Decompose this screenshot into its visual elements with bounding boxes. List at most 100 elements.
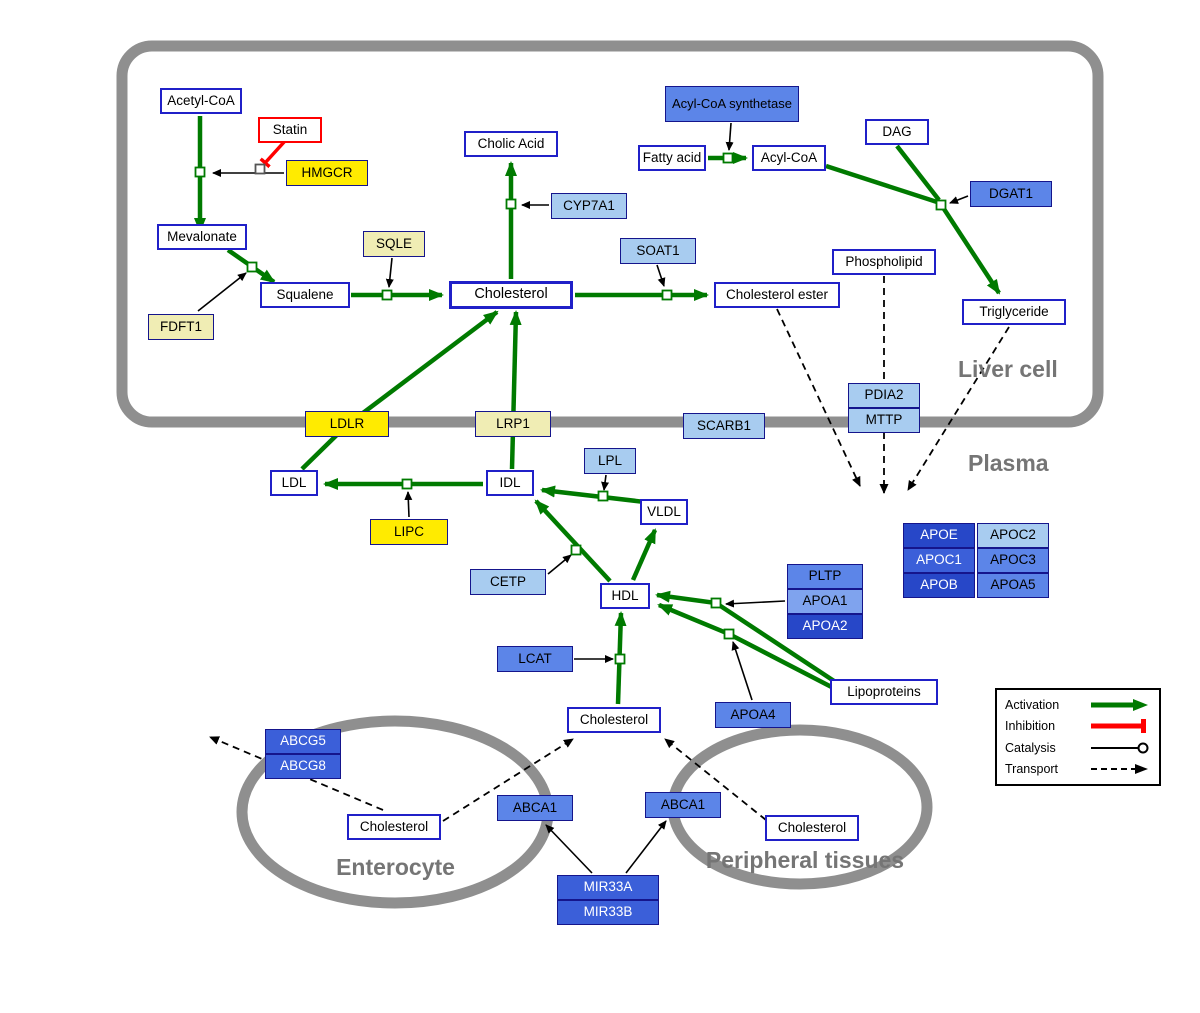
liver-cell-membrane: [116, 40, 1104, 428]
node-pltp[interactable]: PLTP: [787, 564, 863, 589]
node-pdia2[interactable]: PDIA2: [848, 383, 920, 408]
node-lipoproteins[interactable]: Lipoproteins: [830, 679, 938, 705]
inhibition-tbar-icon: [1091, 719, 1146, 734]
node-triglyceride[interactable]: Triglyceride: [962, 299, 1066, 325]
node-cholic-acid[interactable]: Cholic Acid: [464, 131, 558, 157]
node-abcg5[interactable]: ABCG5: [265, 729, 341, 754]
edge-soat1-catalysis: [656, 264, 666, 287]
node-lcat[interactable]: LCAT: [497, 646, 573, 672]
edge-dag-dgat1node: [895, 144, 941, 202]
node-vldl[interactable]: VLDL: [640, 499, 688, 525]
node-phospholipid[interactable]: Phospholipid: [832, 249, 936, 275]
edge-lipc-catalysis: [404, 491, 413, 518]
edge-mir33-abca1-left: [545, 824, 593, 874]
node-mevalonate[interactable]: Mevalonate: [157, 224, 247, 250]
catalysis-edges: [197, 122, 969, 874]
node-squalene[interactable]: Squalene: [260, 282, 350, 308]
node-cholesterol-plasma[interactable]: Cholesterol: [567, 707, 661, 733]
legend-transport-row: Transport: [1005, 759, 1151, 779]
statin-junction-node: [254, 163, 266, 175]
inhibition-edges: [259, 139, 287, 169]
node-idl[interactable]: IDL: [486, 470, 534, 496]
edge-fdft1-catalysis: [197, 272, 247, 312]
edge-cetp-catalysis: [547, 554, 572, 575]
node-soat1[interactable]: SOAT1: [620, 238, 696, 264]
node-apoc1[interactable]: APOC1: [903, 548, 975, 573]
edge-acylcoa-dgat1node: [825, 163, 938, 205]
node-cholesterol-peripheral[interactable]: Cholesterol: [765, 815, 859, 841]
node-mir33a[interactable]: MIR33A: [557, 875, 659, 900]
node-scarb1[interactable]: SCARB1: [683, 413, 765, 439]
node-lpl[interactable]: LPL: [584, 448, 636, 474]
edge-hdl-vldl: [630, 528, 658, 581]
edge-apoa4-catalysis: [731, 641, 753, 701]
node-apoa2[interactable]: APOA2: [787, 614, 863, 639]
edge-triglyceride-to-plasma: [907, 326, 1010, 491]
transport-arrow-icon: [1091, 764, 1148, 775]
node-apoa5[interactable]: APOA5: [977, 573, 1049, 598]
edge-vldl-idl: [540, 485, 646, 505]
edge-enterocyte-cholesterol-efflux-abcg: [209, 736, 384, 811]
edge-enterocyte-cholesterol-to-plasma: [442, 738, 574, 822]
legend-catalysis-row: Catalysis: [1005, 738, 1151, 758]
edge-apostack-catalysis: [725, 599, 786, 608]
node-fatty-acid[interactable]: Fatty acid: [638, 145, 706, 171]
node-abcg8[interactable]: ABCG8: [265, 754, 341, 779]
edge-cholesterolester-to-plasma: [776, 308, 861, 487]
edge-hdl-idl: [534, 499, 612, 583]
node-cyp7a1[interactable]: CYP7A1: [551, 193, 627, 219]
node-lrp1[interactable]: LRP1: [475, 411, 551, 437]
legend-catalysis-label: Catalysis: [1005, 740, 1056, 755]
catalysis-circle-icon: [1091, 742, 1149, 754]
node-hmgcr[interactable]: HMGCR: [286, 160, 368, 186]
legend-transport-label: Transport: [1005, 762, 1059, 777]
edge-sqle-catalysis: [385, 257, 394, 288]
node-acyl-coa-synthetase[interactable]: Acyl-CoA synthetase: [665, 86, 799, 122]
node-fdft1[interactable]: FDFT1: [148, 314, 214, 340]
activation-arrow-icon: [1091, 698, 1148, 711]
node-acetyl-coa[interactable]: Acetyl-CoA: [160, 88, 242, 114]
node-cholesterol-enterocyte[interactable]: Cholesterol: [347, 814, 441, 840]
node-cetp[interactable]: CETP: [470, 569, 546, 595]
edge-acylcoasynthetase-catalysis: [725, 122, 734, 151]
legend-activation-row: Activation: [1005, 695, 1151, 715]
edge-ldl-uptake-cholesterol: [300, 310, 499, 471]
edge-idl-uptake-cholesterol: [509, 310, 522, 470]
node-abca1-enterocyte[interactable]: ABCA1: [497, 795, 573, 821]
edge-dgat1node-triglyceride: [942, 207, 1001, 295]
node-mir33b[interactable]: MIR33B: [557, 900, 659, 925]
node-cholesterol-liver[interactable]: Cholesterol: [449, 281, 573, 309]
node-hdl[interactable]: HDL: [600, 583, 650, 609]
node-apoe[interactable]: APOE: [903, 523, 975, 548]
node-apoc2[interactable]: APOC2: [977, 523, 1049, 548]
edge-mir33-abca1-right: [625, 820, 667, 874]
legend: Activation Inhibition Catalysis Transpor…: [995, 688, 1161, 786]
legend-inhibition-label: Inhibition: [1005, 719, 1056, 734]
node-lipc[interactable]: LIPC: [370, 519, 448, 545]
edge-lpl-catalysis: [601, 474, 610, 491]
legend-inhibition-row: Inhibition: [1005, 716, 1151, 736]
legend-activation-label: Activation: [1005, 697, 1060, 712]
edge-statin-inhibits-hmgcr: [259, 139, 287, 169]
node-ldl[interactable]: LDL: [270, 470, 318, 496]
node-statin[interactable]: Statin: [258, 117, 322, 143]
edge-dgat1-catalysis: [949, 195, 969, 204]
node-apoc3[interactable]: APOC3: [977, 548, 1049, 573]
edge-peripheral-cholesterol-to-plasma: [664, 738, 767, 821]
node-sqle[interactable]: SQLE: [363, 231, 425, 257]
node-apob[interactable]: APOB: [903, 573, 975, 598]
plasma-label: Plasma: [968, 450, 1049, 476]
node-dgat1[interactable]: DGAT1: [970, 181, 1052, 207]
peripheral-tissues-label: Peripheral tissues: [705, 847, 905, 873]
node-cholesterol-ester[interactable]: Cholesterol ester: [714, 282, 840, 308]
node-apoa4[interactable]: APOA4: [715, 702, 791, 728]
node-ldlr[interactable]: LDLR: [305, 411, 389, 437]
node-apoa1[interactable]: APOA1: [787, 589, 863, 614]
reaction-nodes: [194, 152, 947, 665]
node-acyl-coa[interactable]: Acyl-CoA: [752, 145, 826, 171]
node-dag[interactable]: DAG: [865, 119, 929, 145]
node-mttp[interactable]: MTTP: [848, 408, 920, 433]
node-abca1-peripheral[interactable]: ABCA1: [645, 792, 721, 818]
